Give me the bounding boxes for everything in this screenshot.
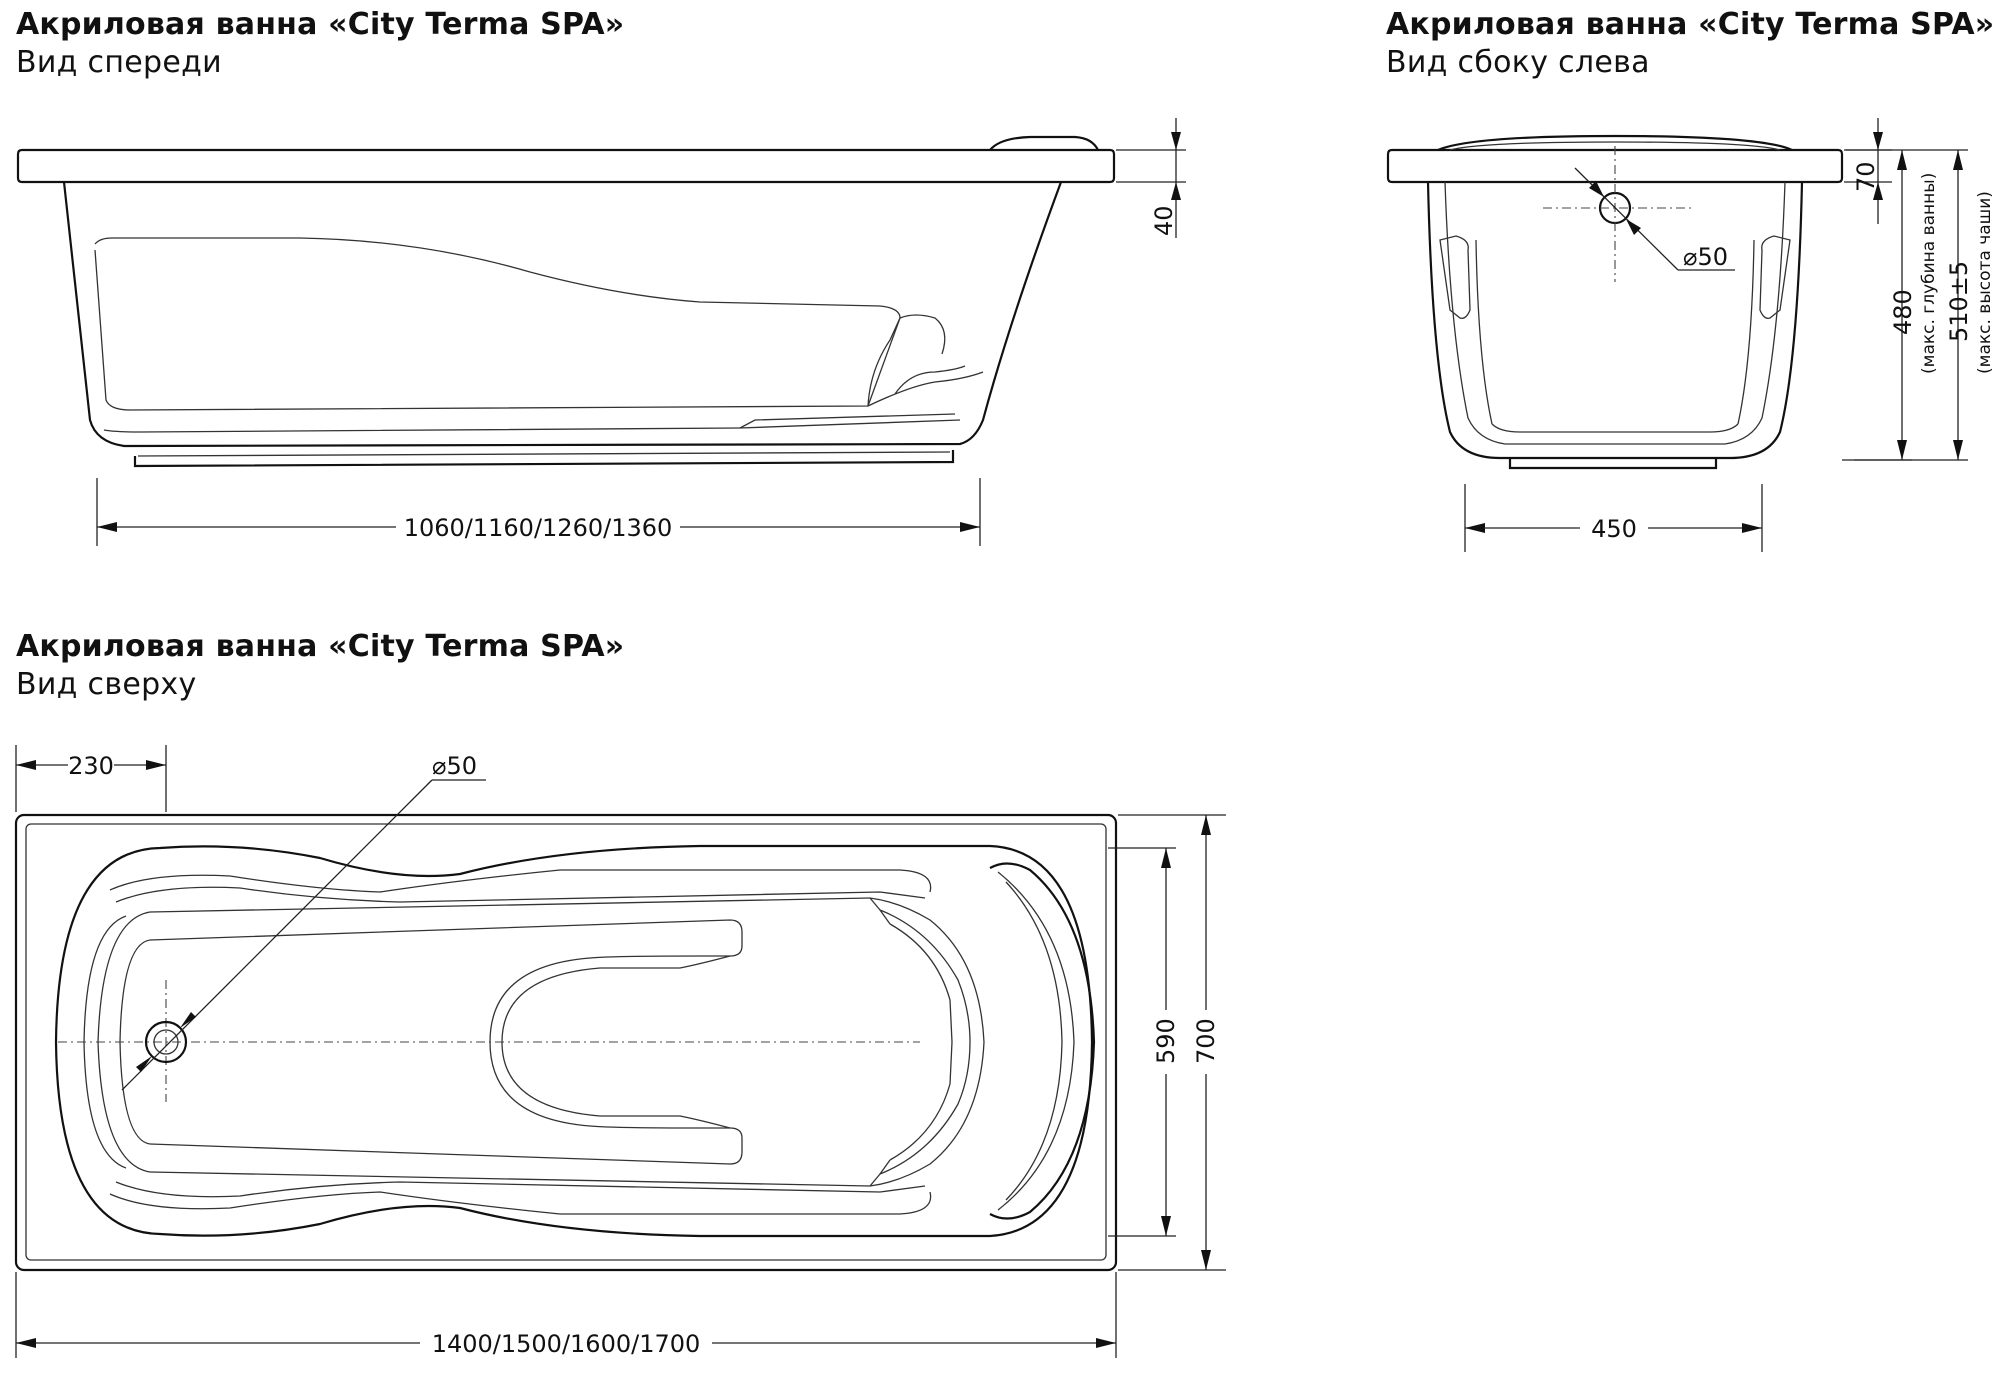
dim-side-rim: 70 [1852, 161, 1880, 192]
top-view-title-block: Акриловая ванна «City Terma SPA» Вид све… [16, 628, 624, 704]
top-view-title: Акриловая ванна «City Terma SPA» [16, 629, 625, 664]
dim-side-depth: 480 [1889, 289, 1917, 335]
dim-top-drain-offset: 230 [68, 752, 114, 780]
side-view-title-block: Акриловая ванна «City Terma SPA» Вид сбо… [1386, 6, 1994, 82]
side-view-drawing: ⌀50 70 480 (макс. глубина ванны) 510±5 (… [1386, 118, 1995, 552]
dim-top-outer-width: 700 [1192, 1018, 1220, 1064]
front-view-subtitle: Вид спереди [16, 45, 222, 80]
dim-side-height: 510±5 [1945, 261, 1973, 342]
dim-side-drain-diameter: ⌀50 [1683, 243, 1728, 271]
dim-side-depth-note: (макс. глубина ванны) [1919, 173, 1939, 374]
dim-front-rim-height: 40 [1150, 205, 1178, 236]
side-view-title: Акриловая ванна «City Terma SPA» [1386, 7, 1995, 42]
dim-side-width: 450 [1591, 515, 1637, 543]
front-view-title-block: Акриловая ванна «City Terma SPA» Вид спе… [16, 6, 624, 82]
top-view-subtitle: Вид сверху [16, 667, 197, 702]
dim-top-length: 1400/1500/1600/1700 [432, 1330, 701, 1358]
side-view-subtitle: Вид сбоку слева [1386, 45, 1650, 80]
front-view-drawing: 40 1060/1160/1260/1360 [16, 118, 1186, 546]
dim-side-height-note: (макс. высота чаши) [1975, 191, 1995, 374]
dim-front-inner-length: 1060/1160/1260/1360 [404, 514, 673, 542]
dim-top-drain-diameter: ⌀50 [432, 752, 477, 780]
top-view-drawing: ⌀50 230 590 700 1400/1500/1600/1700 [14, 745, 1226, 1358]
front-view-title: Акриловая ванна «City Terma SPA» [16, 7, 625, 42]
dim-top-inner-width: 590 [1152, 1018, 1180, 1064]
